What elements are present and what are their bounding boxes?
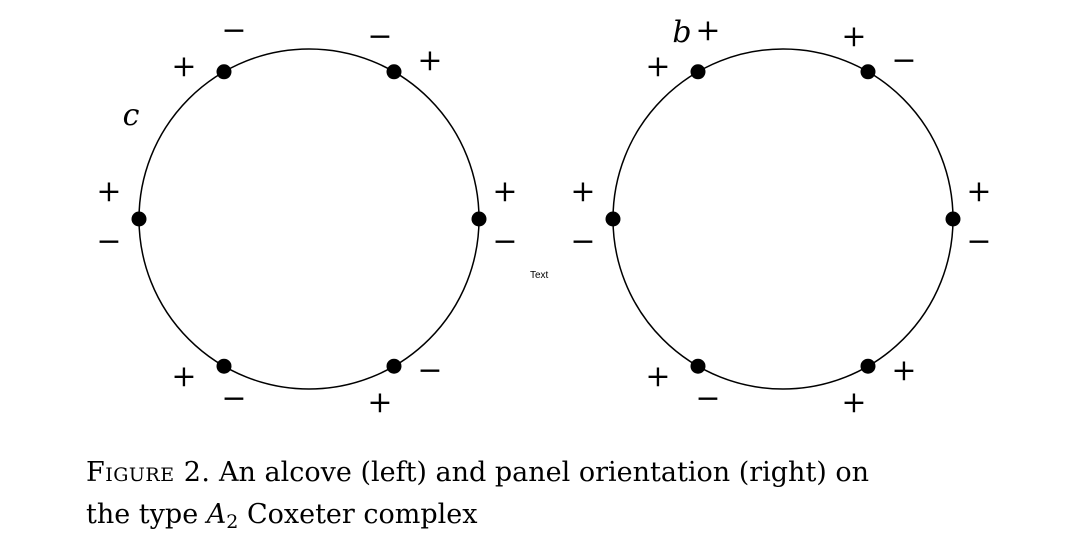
vertex-label: c: [123, 98, 140, 133]
caption-text-1: An alcove (left) and panel orientation (…: [219, 457, 870, 488]
sign-label: −: [966, 224, 991, 259]
vertex-right: [945, 211, 961, 227]
panel-orientation-diagram: +−+++−+−+++−b: [570, 13, 991, 420]
vertex-right: [471, 211, 487, 227]
sign-label: +: [367, 385, 392, 420]
sign-label: +: [570, 174, 595, 209]
math-variable: A: [206, 499, 227, 530]
math-subscript: 2: [226, 511, 239, 533]
sign-label: +: [841, 19, 866, 54]
figure-caption: Figure 2. An alcove (left) and panel ori…: [86, 452, 1036, 543]
sign-label: −: [417, 353, 442, 388]
sign-label: +: [645, 49, 670, 84]
vertex-lower-right: [386, 358, 402, 374]
complex-circle: [612, 48, 954, 390]
vertex-upper-left: [690, 64, 706, 80]
vertex-lower-right: [860, 358, 876, 374]
caption-line-2: the type A2 Coxeter complex: [86, 494, 1036, 543]
sign-label: +: [695, 13, 720, 48]
figure-label: Figure 2.: [86, 457, 211, 488]
caption-text-2-post: Coxeter complex: [246, 499, 478, 530]
sign-label: +: [966, 174, 991, 209]
sign-label: +: [417, 43, 442, 78]
sign-label: −: [570, 224, 595, 259]
sign-label: +: [841, 385, 866, 420]
vertex-lower-left: [690, 358, 706, 374]
sign-label: −: [891, 43, 916, 78]
sign-label: −: [221, 13, 246, 48]
sign-label: −: [492, 224, 517, 259]
vertex-upper-left: [216, 64, 232, 80]
vertex-upper-right: [386, 64, 402, 80]
coxeter-complex-diagrams: +−+−−++−−++−c +−+++−+−+++−b Text: [96, 13, 991, 420]
sign-label: +: [171, 359, 196, 394]
sign-label: −: [221, 381, 246, 416]
sign-label: −: [96, 224, 121, 259]
sign-label: +: [891, 353, 916, 388]
alcove-diagram: +−+−−++−−++−c: [96, 13, 517, 420]
sign-label: −: [695, 381, 720, 416]
stray-text-label: Text: [530, 270, 549, 281]
vertex-lower-left: [216, 358, 232, 374]
sign-label: −: [367, 19, 392, 54]
sign-label: +: [492, 174, 517, 209]
vertex-label: b: [672, 15, 691, 50]
complex-circle: [138, 48, 480, 390]
vertex-left: [131, 211, 147, 227]
sign-label: +: [96, 174, 121, 209]
caption-line-1: Figure 2. An alcove (left) and panel ori…: [86, 452, 1036, 494]
caption-text-2-pre: the type: [86, 499, 199, 530]
sign-label: +: [171, 49, 196, 84]
vertex-left: [605, 211, 621, 227]
vertex-upper-right: [860, 64, 876, 80]
sign-label: +: [645, 359, 670, 394]
